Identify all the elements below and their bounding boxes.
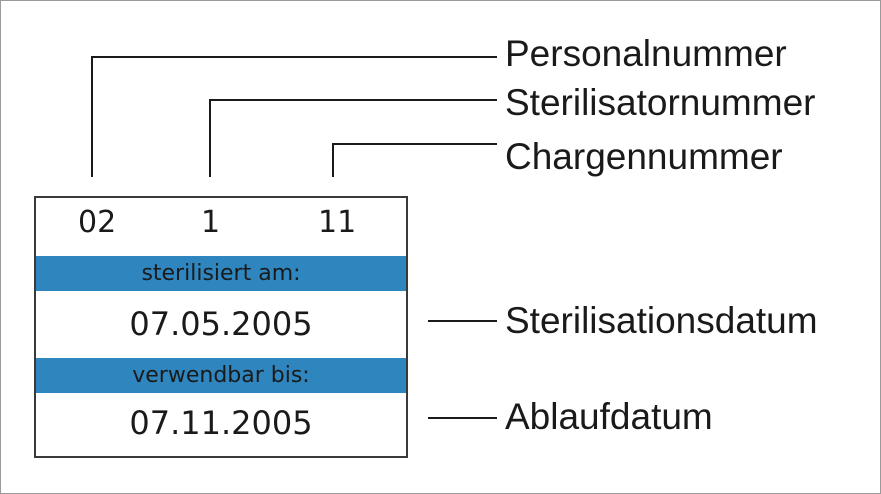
chargennummer-value: 11 bbox=[318, 205, 357, 240]
callout-personalnummer: Personalnummer bbox=[505, 33, 787, 74]
sterilized-caption-band: sterilisiert am: bbox=[36, 256, 406, 291]
personalnummer-value: 02 bbox=[78, 205, 117, 240]
sterilization-label: 02 1 11 sterilisiert am: 07.05.2005 verw… bbox=[34, 196, 408, 458]
usable-caption-band: verwendbar bis: bbox=[36, 358, 406, 393]
callout-ablaufdatum: Ablaufdatum bbox=[505, 396, 713, 437]
callout-chargennummer: Chargennummer bbox=[505, 136, 783, 177]
sterilisatornummer-value: 1 bbox=[201, 205, 221, 240]
leader-personalnummer bbox=[91, 56, 497, 177]
leader-sterilisatornummer bbox=[209, 99, 497, 177]
callout-sterilisationsdatum: Sterilisationsdatum bbox=[505, 300, 818, 341]
sterilized-date: 07.05.2005 bbox=[129, 305, 313, 343]
usable-date: 07.11.2005 bbox=[129, 404, 313, 442]
leader-chargennummer bbox=[332, 143, 497, 177]
callout-sterilisatornummer: Sterilisatornummer bbox=[505, 82, 816, 123]
